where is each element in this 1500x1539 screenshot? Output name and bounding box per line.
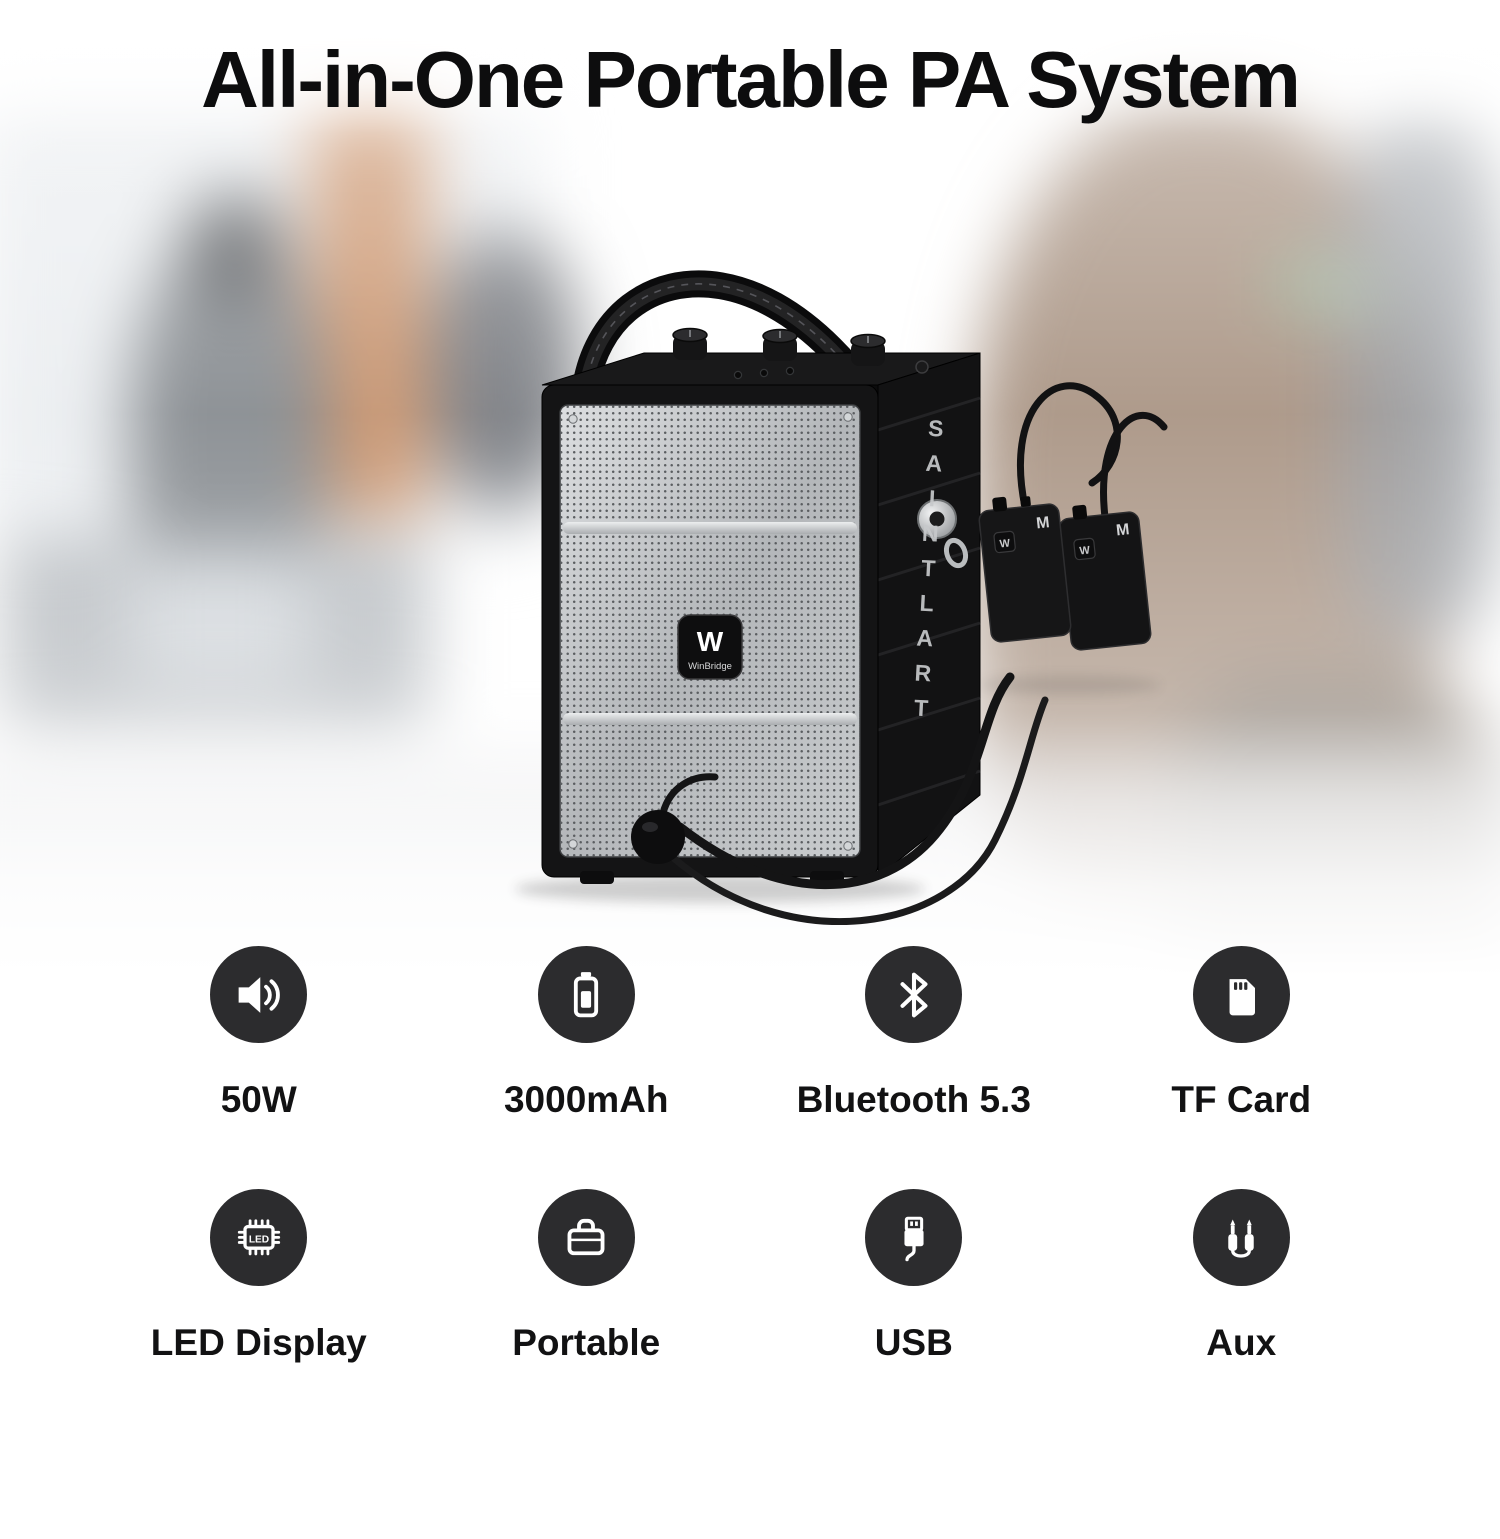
feature-icon-badge — [537, 946, 635, 1043]
brand-logo: W WinBridge — [677, 614, 743, 680]
antenna-mount — [915, 360, 929, 374]
feature-usb: USB — [750, 1189, 1078, 1364]
feature-grid: 50W 3000mAh Bluetooth 5.3 — [0, 946, 1500, 1364]
grille-screws — [568, 412, 853, 851]
feature-tf-card: TF Card — [1078, 946, 1406, 1121]
feature-label: 50W — [220, 1079, 297, 1120]
carabiner-hook — [943, 537, 969, 569]
feature-label: 3000mAh — [503, 1079, 669, 1120]
speaker-volume-icon — [238, 976, 280, 1013]
control-knobs — [672, 327, 929, 380]
svg-text:LED: LED — [249, 1234, 269, 1245]
feature-battery: 3000mAh — [423, 946, 751, 1121]
transmitter-cables — [1017, 382, 1168, 521]
portable-case-icon — [567, 1218, 605, 1255]
feature-icon-badge — [537, 1189, 635, 1286]
feature-icon-badge — [210, 946, 308, 1043]
feature-portable: Portable — [423, 1189, 751, 1364]
feature-icon-badge — [865, 946, 963, 1043]
transmitter-label: M — [1035, 514, 1050, 532]
product-photo-pa-system: W WinBridge — [480, 215, 1170, 925]
brand-name-text: WinBridge — [688, 661, 732, 672]
feature-label: Portable — [512, 1322, 661, 1363]
led-display-icon: LED — [237, 1218, 280, 1255]
mic-windscreen — [631, 810, 685, 864]
feature-label: LED Display — [150, 1322, 367, 1363]
feature-bluetooth: Bluetooth 5.3 — [750, 946, 1078, 1121]
feature-label: Bluetooth 5.3 — [796, 1079, 1031, 1120]
brand-logo-letter: W — [697, 626, 724, 657]
bluetooth-icon — [900, 972, 928, 1017]
headset-microphone — [631, 672, 1049, 925]
wireless-transmitter-1: W M — [978, 496, 1072, 643]
feature-label: TF Card — [1171, 1079, 1312, 1120]
speaker-foot — [580, 871, 614, 884]
wireless-transmitter-2: W M — [1058, 504, 1152, 651]
transmitter-label: M — [1115, 521, 1130, 539]
svg-text:W: W — [1079, 544, 1091, 557]
battery-icon — [574, 971, 599, 1017]
feature-icon-badge — [1192, 946, 1290, 1043]
strap-ring — [917, 499, 969, 569]
aux-cable-icon — [1228, 1219, 1254, 1258]
feature-label: Aux — [1206, 1322, 1277, 1363]
feature-led-display: LED LED Display — [95, 1189, 423, 1364]
feature-icon-badge — [1192, 1189, 1290, 1286]
pa-speaker-illustration: W WinBridge — [515, 270, 1168, 925]
svg-text:W: W — [999, 537, 1011, 550]
feature-label: USB — [874, 1322, 953, 1363]
transmitter-shadow — [980, 675, 1160, 695]
page-title: All-in-One Portable PA System — [201, 35, 1301, 124]
feature-50w: 50W — [95, 946, 423, 1121]
feature-icon-badge: LED — [210, 1189, 308, 1286]
speaker-box: W WinBridge — [541, 352, 981, 884]
tf-card-icon — [1229, 978, 1256, 1015]
feature-aux: Aux — [1078, 1189, 1406, 1364]
usb-icon — [904, 1216, 924, 1261]
top-ports — [733, 366, 795, 380]
feature-icon-badge — [865, 1189, 963, 1286]
